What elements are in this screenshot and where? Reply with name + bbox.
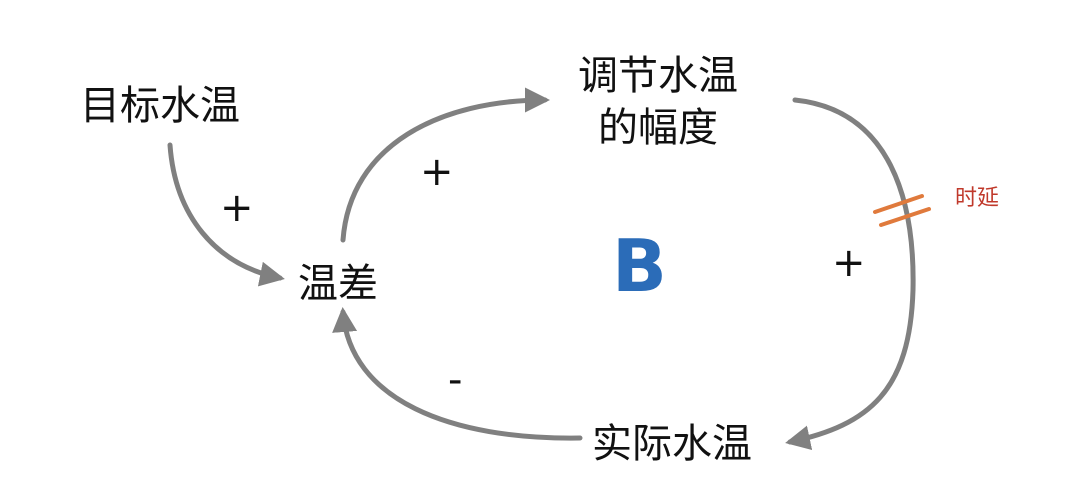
delay-mark-bar-1: [873, 194, 924, 214]
arrow-diff-to-adjust: [340, 87, 550, 243]
arrow-actual-to-diff: [332, 307, 583, 441]
node-temp-diff: 温差: [298, 261, 378, 307]
delay-mark-bar-2: [879, 207, 931, 227]
sign-target-to-diff: +: [220, 185, 254, 231]
sign-actual-to-diff: -: [448, 357, 463, 403]
node-target-temp: 目标水温: [80, 83, 240, 129]
node-adjust-magnitude: 调节水温 的幅度: [578, 50, 738, 154]
node-adjust-line2: 的幅度: [598, 105, 718, 151]
arrow-adjust-to-actual: [785, 97, 916, 451]
sign-adjust-to-actual: +: [832, 240, 866, 286]
delay-label: 时延: [955, 186, 1000, 211]
loop-balancing-label: B: [612, 224, 667, 308]
node-actual-temp: 实际水温: [592, 421, 752, 467]
arrow-target-to-diff: [167, 142, 285, 287]
node-adjust-line1: 调节水温: [578, 53, 738, 99]
sign-diff-to-adjust: +: [420, 149, 454, 195]
